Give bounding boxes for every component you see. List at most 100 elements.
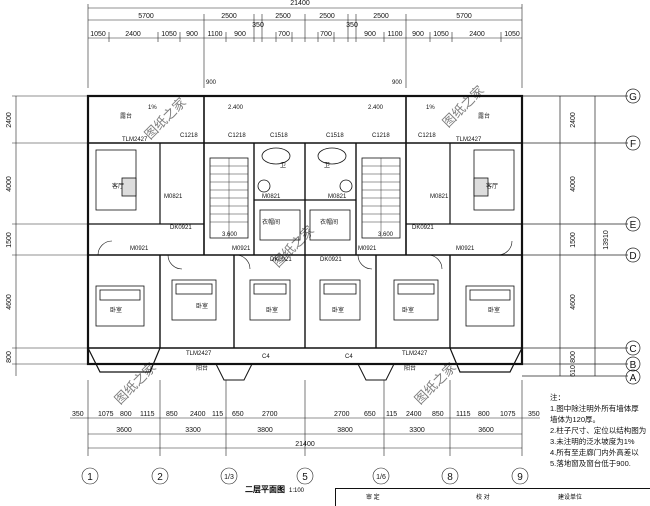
building-walls — [86, 94, 524, 381]
dim-label: 2500 — [319, 13, 335, 20]
dim-label: 1100 — [207, 31, 222, 38]
dim-label: 1075 — [500, 411, 516, 418]
watermark-text: 图纸之家 — [440, 83, 487, 130]
grid-label-1-3: 1/3 — [224, 474, 234, 481]
room-label-bedroom: 卧室 — [196, 302, 208, 310]
dim-label: 3300 — [409, 427, 425, 434]
dim-label: 800 — [120, 411, 132, 418]
room-label-terrace: 阳台 — [404, 364, 416, 372]
slope-label: 1% — [426, 105, 435, 111]
grid-label-2: 2 — [157, 472, 163, 483]
level-label: 3.600 — [378, 232, 394, 238]
dim-label: 900 — [364, 31, 376, 38]
code-label: C1218 — [228, 133, 246, 139]
right-grid-labels: G F E D C B A — [629, 92, 637, 384]
dim-label: 1050 — [433, 31, 449, 38]
dim-label: 800 — [478, 411, 490, 418]
level-label: 2.400 — [368, 105, 384, 111]
code-label: M0921 — [358, 246, 377, 252]
dim-label: 1500 — [6, 232, 13, 248]
watermark-text: 图纸之家 — [112, 360, 159, 407]
dim-label: 700 — [278, 31, 290, 38]
dim-label: 350 — [346, 22, 358, 29]
grid-label-f: F — [630, 139, 636, 150]
dim-label: 2400 — [6, 112, 13, 128]
dim-label: 1050 — [504, 31, 520, 38]
dim-label: 650 — [364, 411, 376, 418]
dim-label: 350 — [252, 22, 264, 29]
dim-label: 3600 — [478, 427, 494, 434]
furniture — [95, 147, 515, 327]
dim-total-top: 21400 — [290, 0, 310, 7]
dim-label: 900 — [234, 31, 246, 38]
right-axis-lines — [522, 88, 641, 385]
room-label-living: 客厅 — [486, 182, 498, 190]
dim-label: 3300 — [185, 427, 201, 434]
door-swings — [97, 240, 513, 270]
grid-label-5: 5 — [302, 472, 308, 483]
note-item: 5.落地窗及窗台低于900. — [550, 459, 631, 468]
room-label-bedroom: 卧室 — [110, 306, 122, 314]
drawing-title-text: 二层平面图 — [245, 485, 285, 494]
dim-label: 4600 — [570, 294, 577, 310]
dim-label: 2400 — [125, 31, 141, 38]
room-label-terrace: 阳台 — [196, 364, 208, 372]
room-label-bedroom: 卧室 — [488, 306, 500, 314]
code-label: DK0921 — [270, 257, 292, 263]
dim-label: 2400 — [406, 411, 422, 418]
dim-label: 1115 — [140, 411, 155, 418]
room-labels: 露台 露台 客厅 客厅 卫 卫 衣帽间 衣帽间 卧室 卧室 卧室 卧室 卧室 卧… — [110, 80, 500, 372]
dim-label: 2400 — [570, 112, 577, 128]
code-label: 900 — [392, 80, 403, 86]
dim-label: 5700 — [138, 13, 154, 20]
watermarks: 图纸之家 图纸之家 图纸之家 图纸之家 图纸之家 — [112, 83, 487, 407]
grid-label-d: D — [629, 251, 636, 262]
note-item: 2.柱子尺寸、定位以结构图为 — [550, 426, 647, 435]
table-cell: 校 对 — [476, 495, 490, 501]
room-label-bedroom: 卧室 — [402, 306, 414, 314]
code-label: DK0921 — [320, 257, 342, 263]
room-label-balcony: 露台 — [120, 112, 132, 120]
room-label-storage: 衣帽间 — [262, 218, 280, 226]
dim-label: 2400 — [190, 411, 206, 418]
dim-label: 1500 — [570, 232, 577, 248]
grid-label-a: A — [630, 373, 637, 384]
dim-label: 4000 — [6, 176, 13, 192]
code-label: TLM2427 — [456, 137, 482, 143]
code-label: M0921 — [232, 246, 251, 252]
code-label: C4 — [262, 354, 270, 360]
bottom-grid-labels: 1 2 1/3 5 1/6 8 9 — [87, 472, 523, 483]
room-label-storage: 衣帽间 — [320, 218, 338, 226]
room-label-bath: 卫 — [324, 162, 330, 169]
grid-label-8: 8 — [447, 472, 453, 483]
dim-label: 3600 — [116, 427, 132, 434]
code-label: 900 — [206, 80, 217, 86]
room-label-bedroom: 卧室 — [266, 306, 278, 314]
dim-label: 900 — [412, 31, 424, 38]
dim-label: 5700 — [456, 13, 472, 20]
code-label: C4 — [345, 354, 353, 360]
notes-heading: 注： — [550, 393, 565, 402]
title-table: 审 定 校 对 建设单位 — [335, 488, 650, 506]
dim-label: 115 — [212, 411, 223, 418]
code-label: C1218 — [418, 133, 436, 139]
code-label: M0821 — [430, 194, 449, 200]
dim-label: 115 — [386, 411, 397, 418]
code-label: C1518 — [270, 133, 288, 139]
code-label: TLM2427 — [186, 351, 212, 357]
code-label: C1218 — [372, 133, 390, 139]
note-item: 4.所有至走廊门内外高差以 — [550, 448, 639, 457]
level-label: 3.600 — [222, 232, 238, 238]
dim-label: 4600 — [6, 294, 13, 310]
grid-label-9: 9 — [517, 472, 523, 483]
code-label: M0821 — [262, 194, 281, 200]
room-label-bath: 卫 — [280, 162, 286, 169]
stair-treads — [210, 158, 400, 238]
dim-label: 2400 — [469, 31, 485, 38]
level-label: 2.400 — [228, 105, 244, 111]
dim-total-bottom: 21400 — [295, 441, 315, 448]
code-label: M0921 — [130, 246, 149, 252]
dim-label: 2500 — [373, 13, 389, 20]
note-item: 1.图中除注明外所有墙体厚 — [550, 404, 639, 413]
